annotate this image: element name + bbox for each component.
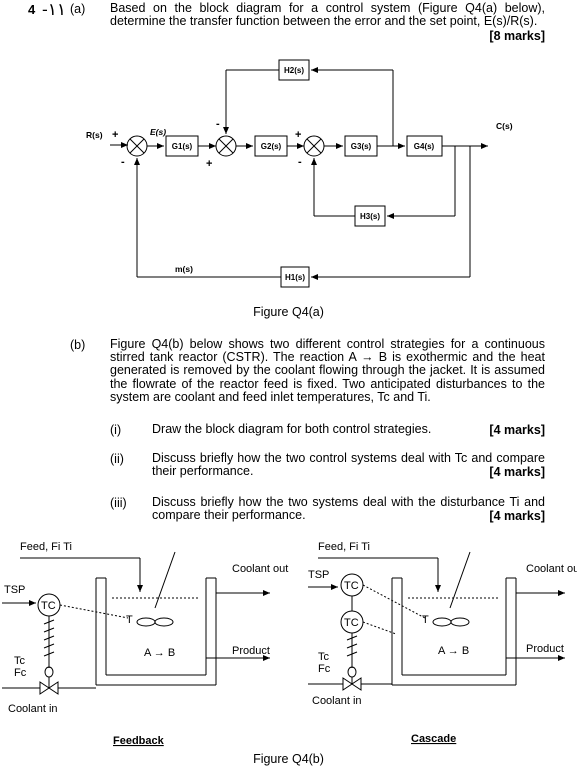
question-number: 4 bbox=[28, 2, 36, 17]
fb-coolant-out-label: Coolant out bbox=[232, 563, 288, 575]
subpart-iii-text: Discuss briefly how the two systems deal… bbox=[152, 495, 545, 523]
subpart-iii-label: (iii) bbox=[110, 496, 127, 510]
subpart-ii-text: Discuss briefly how the two control syst… bbox=[152, 451, 545, 479]
h3-label: H3(s) bbox=[360, 212, 380, 221]
fb-feed-label: Feed, Fi Ti bbox=[20, 541, 72, 553]
subpart-i-label: (i) bbox=[110, 423, 122, 437]
g1-label: G1(s) bbox=[172, 142, 193, 151]
m-signal-label: m(s) bbox=[175, 264, 193, 274]
cascade-diagram bbox=[308, 551, 565, 691]
feedback-diagram bbox=[2, 551, 270, 695]
cs-tc-top-label: TC bbox=[344, 580, 359, 592]
h2-label: H2(s) bbox=[284, 66, 304, 75]
subpart-i-marks: [4 marks] bbox=[489, 423, 545, 437]
g4-label: G4(s) bbox=[414, 142, 435, 151]
sign-minus-2: - bbox=[216, 118, 220, 130]
fb-title: Feedback bbox=[113, 735, 165, 747]
fb-fc-sub-label: Fc bbox=[14, 667, 27, 679]
fb-reaction-label: A → B bbox=[144, 647, 175, 659]
g2-label: G2(s) bbox=[261, 142, 282, 151]
cs-t-label: T bbox=[422, 614, 429, 626]
subpart-i-text: Draw the block diagram for both control … bbox=[152, 422, 432, 436]
subpart-iii-marks: [4 marks] bbox=[489, 509, 545, 523]
fb-coolant-in-label: Coolant in bbox=[8, 703, 58, 715]
fb-tc-label: TC bbox=[41, 600, 56, 612]
sign-minus-1: - bbox=[121, 156, 125, 168]
cs-title: Cascade bbox=[411, 733, 456, 745]
cs-product-label: Product bbox=[526, 643, 564, 655]
fb-tc-sub-label: Tc bbox=[14, 655, 26, 667]
e-signal-label: E(s) bbox=[150, 127, 166, 137]
sign-plus-3: + bbox=[295, 129, 301, 141]
part-a-label: (a) bbox=[70, 2, 86, 16]
cs-coolant-in-label: Coolant in bbox=[312, 695, 362, 707]
figure-a-caption: Figure Q4(a) bbox=[253, 305, 324, 319]
c-signal-label: C(s) bbox=[496, 121, 513, 131]
cs-reaction-label: A → B bbox=[438, 645, 469, 657]
part-b-label: (b) bbox=[70, 338, 86, 352]
sign-plus-2: + bbox=[206, 158, 212, 170]
r-signal-label: R(s) bbox=[86, 130, 103, 140]
cs-tc-sub-label: Tc bbox=[318, 651, 330, 663]
subpart-ii-label: (ii) bbox=[110, 452, 124, 466]
block-diagram: G1(s) G2(s) G3(s) G4(s) H2(s) H3(s) H1(s… bbox=[86, 59, 513, 288]
sign-minus-3: - bbox=[298, 156, 302, 168]
g3-label: G3(s) bbox=[351, 142, 372, 151]
cs-feed-label: Feed, Fi Ti bbox=[318, 541, 370, 553]
part-b-text: Figure Q4(b) below shows two different c… bbox=[110, 337, 545, 404]
sign-plus-1: + bbox=[112, 129, 118, 141]
cs-tsp-label: TSP bbox=[308, 569, 329, 581]
figure-b-caption: Figure Q4(b) bbox=[253, 752, 324, 766]
handwritten-mark: -١١ bbox=[42, 0, 67, 20]
fb-t-label: T bbox=[126, 614, 133, 626]
cs-fc-sub-label: Fc bbox=[318, 663, 331, 675]
fb-tsp-label: TSP bbox=[4, 584, 25, 596]
part-a-marks: [8 marks] bbox=[489, 29, 545, 43]
cs-tc-bottom-label: TC bbox=[344, 617, 359, 629]
fb-product-label: Product bbox=[232, 645, 270, 657]
cs-coolant-out-label: Coolant out bbox=[526, 563, 577, 575]
part-a-text: Based on the block diagram for a control… bbox=[110, 1, 545, 29]
cstr-diagrams: Feed, Fi Ti TSP TC Coolant out T A → B P… bbox=[2, 541, 577, 747]
subpart-ii-marks: [4 marks] bbox=[489, 465, 545, 479]
h1-label: H1(s) bbox=[285, 273, 305, 282]
